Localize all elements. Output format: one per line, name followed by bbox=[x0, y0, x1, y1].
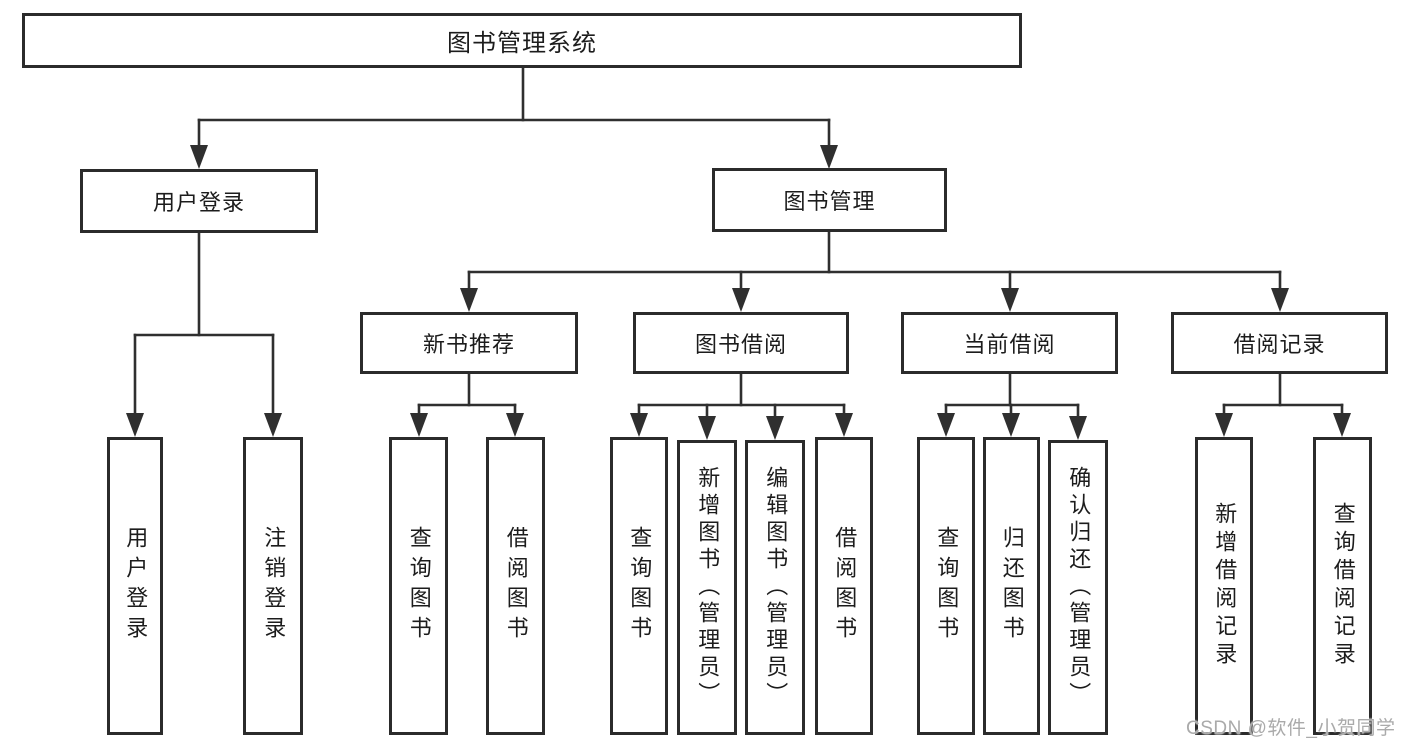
leaf-query-books-bb: 查询图书 bbox=[610, 437, 668, 735]
leaf-query-books-rec: 查询图书 bbox=[389, 437, 448, 735]
connector-new-book-rec bbox=[410, 372, 524, 437]
connector-borrow-records bbox=[1215, 372, 1351, 437]
node-new-book-recommendation: 新书推荐 bbox=[360, 312, 578, 374]
node-book-borrowing: 图书借阅 bbox=[633, 312, 849, 374]
node-borrowing-records: 借阅记录 bbox=[1171, 312, 1388, 374]
leaf-return-books: 归还图书 bbox=[983, 437, 1040, 735]
connector-current-borrow bbox=[937, 372, 1087, 440]
leaf-user-login: 用户登录 bbox=[107, 437, 163, 735]
leaf-add-books-admin: 新增图书（管理员） bbox=[677, 440, 737, 735]
leaf-query-books-cb: 查询图书 bbox=[917, 437, 975, 735]
node-book-management: 图书管理 bbox=[712, 168, 947, 232]
node-library-management-system: 图书管理系统 bbox=[22, 13, 1022, 68]
csdn-watermark: CSDN @软件_小贺同学 bbox=[1186, 718, 1396, 739]
leaf-borrow-books-rec: 借阅图书 bbox=[486, 437, 545, 735]
leaf-edit-books-admin: 编辑图书（管理员） bbox=[745, 440, 805, 735]
leaf-borrow-books-bb: 借阅图书 bbox=[815, 437, 873, 735]
node-current-borrowing: 当前借阅 bbox=[901, 312, 1118, 374]
leaf-add-borrow-record: 新增借阅记录 bbox=[1195, 437, 1253, 735]
connector-book-mgmt bbox=[460, 230, 1289, 312]
node-user-login: 用户登录 bbox=[80, 169, 318, 233]
connector-root bbox=[190, 66, 838, 169]
leaf-confirm-return-admin: 确认归还（管理员） bbox=[1048, 440, 1108, 735]
leaf-query-borrow-record: 查询借阅记录 bbox=[1313, 437, 1372, 735]
connector-user-login bbox=[126, 231, 282, 437]
leaf-logout: 注销登录 bbox=[243, 437, 303, 735]
connector-book-borrow bbox=[630, 372, 853, 440]
